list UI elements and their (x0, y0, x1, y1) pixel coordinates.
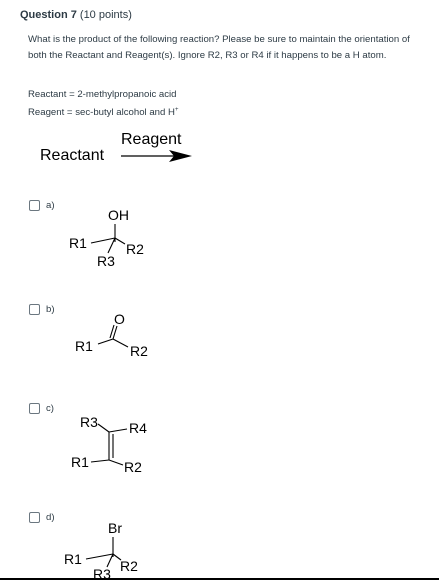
question-title: Question 7 (10 points) (20, 9, 132, 21)
option-c-bottom-left-label: R1 (71, 454, 89, 470)
option-d-bottom-label: R3 (93, 566, 111, 578)
option-b-structure: O R1 R2 (75, 311, 148, 359)
option-d-left-label: R1 (64, 551, 82, 567)
question-number: Question 7 (20, 9, 77, 21)
option-c-top-left-label: R3 (80, 414, 98, 430)
question-points: (10 points) (79, 9, 132, 21)
option-a-structure: OH R1 R2 R3 (69, 207, 144, 269)
reagent-text: Reagent = sec-butyl alcohol and H (28, 107, 175, 119)
option-c-checkbox[interactable] (29, 403, 40, 414)
option-c-bottom-right-label: R2 (124, 459, 142, 475)
question-prompt: What is the product of the following rea… (28, 34, 410, 61)
scheme-reagent-label: Reagent (121, 131, 182, 148)
option-d-structure: Br R1 R2 R3 (64, 520, 138, 578)
option-a-top-label: OH (108, 207, 129, 223)
option-b-left-label: R1 (75, 338, 93, 354)
option-a-right-label: R2 (126, 241, 144, 257)
option-d[interactable]: d) (29, 512, 55, 523)
option-c-letter: c) (46, 403, 54, 414)
reactant-description: Reactant = 2-methylpropanoic acid (28, 89, 177, 100)
option-d-top-label: Br (108, 520, 122, 536)
option-c-structure: R3 R4 R1 R2 (71, 414, 147, 475)
scheme-reactant-label: Reactant (40, 147, 105, 164)
option-a-checkbox[interactable] (29, 200, 40, 211)
option-b-checkbox[interactable] (29, 304, 40, 315)
option-d-right-label: R2 (120, 558, 138, 574)
reagent-superscript: + (174, 107, 179, 113)
option-b-right-label: R2 (130, 343, 148, 359)
option-c[interactable]: c) (29, 403, 54, 414)
option-b[interactable]: b) (29, 304, 55, 315)
option-a-left-label: R1 (69, 235, 87, 251)
bottom-divider (0, 578, 439, 580)
reaction-arrow (121, 150, 192, 162)
option-b-letter: b) (46, 304, 55, 315)
option-b-top-label: O (114, 311, 125, 327)
option-d-letter: d) (46, 512, 55, 523)
option-a[interactable]: a) (29, 200, 55, 211)
reagent-description: Reagent = sec-butyl alcohol and H+ (28, 107, 178, 118)
option-c-top-right-label: R4 (129, 420, 147, 436)
option-a-letter: a) (46, 200, 55, 211)
option-d-checkbox[interactable] (29, 512, 40, 523)
option-a-bottom-label: R3 (97, 253, 115, 269)
